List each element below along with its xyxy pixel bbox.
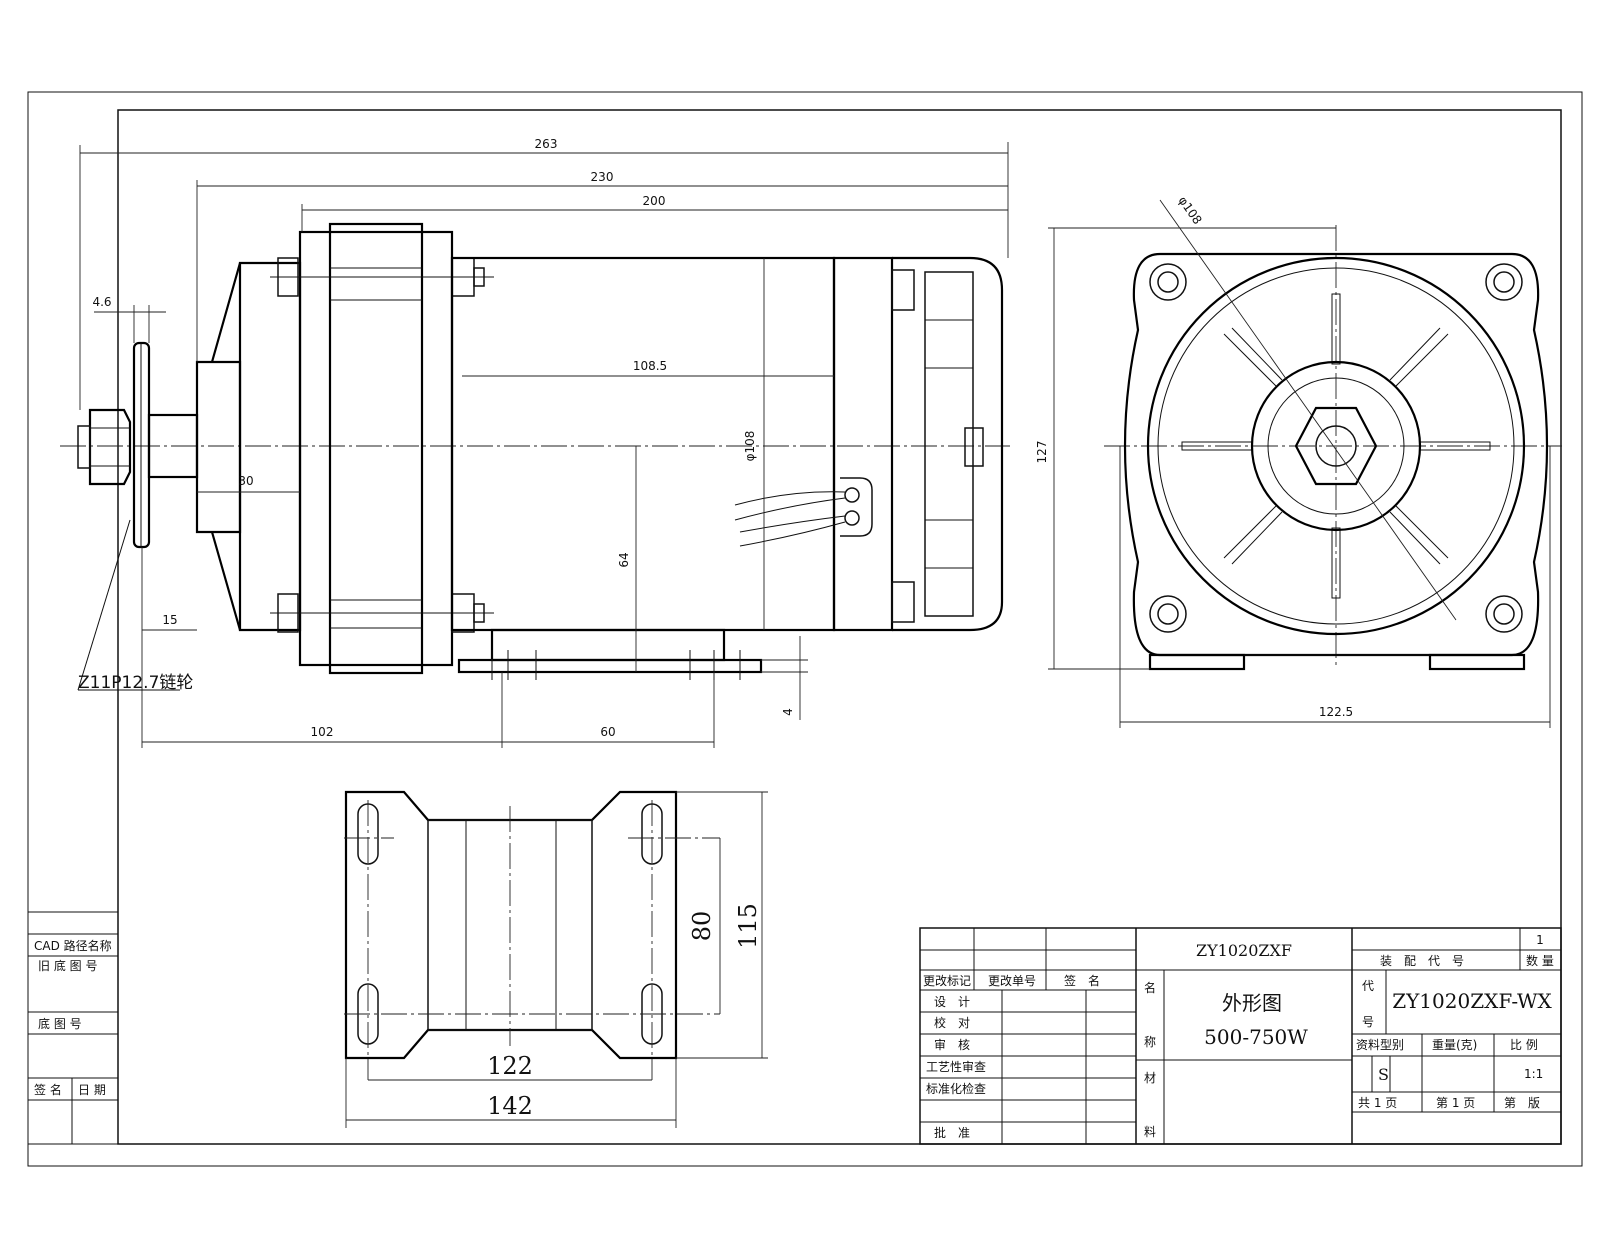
left-block: CAD 路径名称 旧 底 图 号 底 图 号 签 名 日 期 [27, 911, 119, 1145]
dim-15: 15 [162, 613, 177, 627]
dim-4: 4 [781, 708, 795, 716]
change-mark-label: 更改标记 [923, 974, 971, 988]
side-view: φ108 127 122.5 [1035, 194, 1562, 728]
signature-label: 签 名 [1064, 973, 1100, 988]
dim-30: 30 [238, 474, 253, 488]
material-label-1: 材 [1144, 1071, 1156, 1085]
title-line2: 500-750W [1204, 1025, 1308, 1049]
dim-122-5: 122.5 [1319, 705, 1353, 719]
dim-108-5: 108.5 [633, 359, 667, 373]
dim-263: 263 [535, 137, 558, 151]
design-label: 设 计 [934, 995, 970, 1009]
front-view [60, 222, 1010, 680]
name-label-2: 称 [1144, 1035, 1156, 1049]
sheet-border [27, 91, 1583, 1167]
dim-102: 102 [311, 725, 334, 739]
drawing-no-label: 底 图 号 [38, 1016, 82, 1031]
data-type-label: 资料型别 [1356, 1038, 1404, 1052]
code-value: ZY1020ZXF-WX [1392, 989, 1552, 1013]
weight-label: 重量(克) [1432, 1038, 1477, 1052]
scale-value: 1:1 [1524, 1067, 1543, 1081]
sprocket-label: Z11P12.7链轮 [78, 673, 193, 693]
dim-4-6: 4.6 [92, 295, 111, 309]
base-view: 80 115 122 142 [344, 790, 768, 1128]
dim-80: 80 [688, 911, 716, 942]
name-label-1: 名 [1144, 980, 1156, 995]
dim-127: 127 [1035, 441, 1049, 464]
dim-dia108-side: φ108 [1176, 194, 1205, 227]
date-label: 日 期 [78, 1083, 106, 1097]
dim-60: 60 [600, 725, 615, 739]
dim-122: 122 [487, 1052, 533, 1080]
title-block: 更改标记 更改单号 签 名 设 计 校 对 审 核 工艺性审查 标准化检查 批 … [919, 927, 1562, 1145]
cad-path-label: CAD 路径名称 [34, 938, 112, 953]
dim-115: 115 [734, 903, 762, 949]
dim-230: 230 [591, 170, 614, 184]
check-label: 校 对 [934, 1015, 970, 1030]
quantity-label: 数 量 [1526, 953, 1554, 968]
sign-label: 签 名 [34, 1082, 62, 1097]
type-value: S [1378, 1065, 1389, 1084]
page-no-label: 第 1 页 [1436, 1096, 1475, 1110]
change-no-label: 更改单号 [988, 974, 1036, 988]
review-label: 审 核 [934, 1037, 970, 1052]
version-label: 第 版 [1504, 1096, 1540, 1110]
qty-value: 1 [1536, 933, 1544, 947]
dim-142: 142 [487, 1092, 533, 1120]
dim-200: 200 [643, 194, 666, 208]
old-drawing-no-label: 旧 底 图 号 [38, 958, 97, 973]
process-review-label: 工艺性审查 [926, 1059, 986, 1074]
code-label-1: 代 [1362, 979, 1374, 993]
dim-dia108-front: φ108 [743, 431, 757, 462]
standard-review-label: 标准化检查 [926, 1081, 986, 1096]
material-label-2: 料 [1144, 1125, 1156, 1139]
approve-label: 批 准 [934, 1125, 970, 1140]
code-label-2: 号 [1362, 1015, 1374, 1029]
scale-label: 比 例 [1510, 1038, 1538, 1052]
front-view-dimensions: 263 230 200 108.5 4.6 30 15 φ108 64 4 10… [77, 137, 1009, 748]
title-line1: 外形图 [1222, 991, 1282, 1015]
dim-64: 64 [617, 552, 631, 567]
assembly-code-label: 装 配 代 号 [1380, 954, 1464, 968]
model-text: ZY1020ZXF [1196, 941, 1292, 960]
total-pages-label: 共 1 页 [1358, 1096, 1397, 1110]
